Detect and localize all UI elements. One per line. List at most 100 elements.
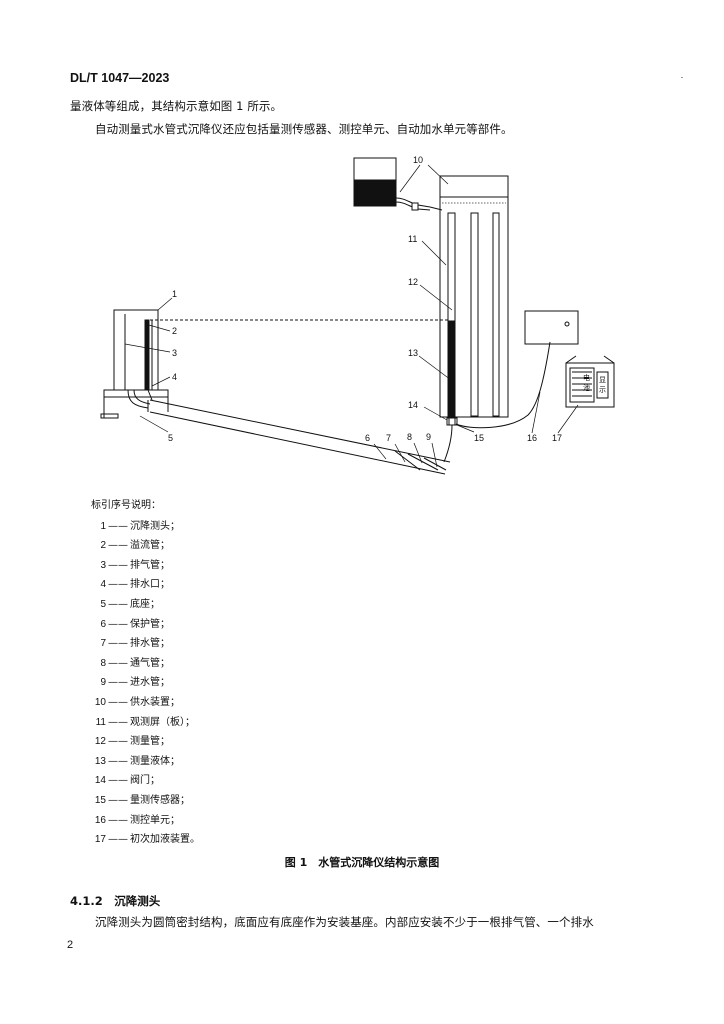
callout-9: 9 xyxy=(426,432,431,442)
legend-separator: —— xyxy=(108,677,128,689)
legend-text: 初次加液装置。 xyxy=(130,834,200,846)
legend-item: 4——排水口； xyxy=(91,575,200,595)
legend-number: 14 xyxy=(94,775,106,787)
legend-separator: —— xyxy=(108,638,128,650)
legend-text: 测量液体； xyxy=(130,755,180,767)
legend-separator: —— xyxy=(108,716,128,728)
figure-legend: 标引序号说明： 1——沉降测头；2——溢流管；3——排气管；4——排水口；5——… xyxy=(91,496,200,850)
legend-item: 17——初次加液装置。 xyxy=(91,830,200,850)
legend-text: 溢流管； xyxy=(130,540,170,552)
legend-item: 11——观测屏（板）； xyxy=(91,713,200,733)
legend-text: 观测屏（板）； xyxy=(130,716,195,728)
legend-number: 3 xyxy=(100,559,106,571)
leader-lines xyxy=(124,164,579,468)
legend-number: 10 xyxy=(94,696,106,708)
legend-text: 排水管； xyxy=(130,638,170,650)
legend-item: 3——排气管； xyxy=(91,556,200,576)
legend-item: 10——供水装置； xyxy=(91,693,200,713)
legend-text: 阀门； xyxy=(130,775,160,787)
legend-item: 13——测量液体； xyxy=(91,752,200,772)
legend-text: 通气管； xyxy=(130,657,170,669)
valve-and-sensor xyxy=(443,341,551,463)
callout-2: 2 xyxy=(172,326,177,336)
document-code: DL/T 1047—2023 xyxy=(70,71,170,85)
legend-number: 13 xyxy=(94,755,106,767)
callout-16: 16 xyxy=(527,433,537,443)
measuring-liquid-column xyxy=(448,320,455,417)
legend-separator: —— xyxy=(108,794,128,806)
callout-7: 7 xyxy=(386,433,391,443)
figure-caption: 图 1 水管式沉降仪结构示意图 xyxy=(284,856,440,869)
legend-separator: —— xyxy=(108,579,128,591)
legend-text: 排水口； xyxy=(130,579,170,591)
legend-item: 12——测量管； xyxy=(91,732,200,752)
water-supply-tank xyxy=(353,157,431,211)
legend-text: 排气管； xyxy=(130,559,170,571)
callout-1: 1 xyxy=(172,289,177,299)
legend-text: 保护管； xyxy=(130,618,170,630)
legend-number: 15 xyxy=(94,794,106,806)
legend-item: 1——沉降测头； xyxy=(91,517,200,537)
observation-panel xyxy=(429,175,509,418)
callout-17: 17 xyxy=(552,433,562,443)
device-label-4: 示 xyxy=(599,386,606,394)
callout-14: 14 xyxy=(408,400,418,410)
legend-separator: —— xyxy=(108,618,128,630)
scan-speck xyxy=(681,77,683,78)
legend-number: 5 xyxy=(100,598,106,610)
legend-text: 测量管； xyxy=(130,736,170,748)
legend-number: 17 xyxy=(94,834,106,846)
callout-6: 6 xyxy=(365,433,370,443)
device-label-1: 电 xyxy=(583,373,590,382)
legend-separator: —— xyxy=(108,755,128,767)
paragraph-continuation: 量液体等组成，其结构示意如图 1 所示。 xyxy=(70,99,283,113)
legend-separator: —— xyxy=(108,598,128,610)
legend-separator: —— xyxy=(108,775,128,787)
legend-separator: —— xyxy=(108,657,128,669)
callout-5: 5 xyxy=(168,433,173,443)
legend-separator: —— xyxy=(108,834,128,846)
legend-number: 2 xyxy=(100,540,106,552)
legend-separator: —— xyxy=(108,559,128,571)
protection-pipe xyxy=(147,399,451,475)
legend-title: 标引序号说明： xyxy=(91,500,161,511)
device-label-2: 池 xyxy=(583,383,590,392)
legend-item: 14——阀门； xyxy=(91,771,200,791)
callout-13: 13 xyxy=(408,348,418,358)
legend-text: 量测传感器； xyxy=(130,794,190,806)
legend-number: 4 xyxy=(100,579,106,591)
legend-item: 15——量测传感器； xyxy=(91,791,200,811)
legend-number: 1 xyxy=(100,520,106,532)
callout-4: 4 xyxy=(172,372,177,382)
legend-number: 16 xyxy=(94,814,106,826)
legend-number: 9 xyxy=(100,677,106,689)
legend-list: 1——沉降测头；2——溢流管；3——排气管；4——排水口；5——底座；6——保护… xyxy=(91,517,200,850)
legend-number: 7 xyxy=(100,638,106,650)
legend-item: 8——通气管； xyxy=(91,654,200,674)
callout-8: 8 xyxy=(407,432,412,442)
legend-number: 6 xyxy=(100,618,106,630)
measure-control-unit xyxy=(524,310,579,345)
legend-separator: —— xyxy=(108,736,128,748)
callout-3: 3 xyxy=(172,348,177,358)
legend-number: 12 xyxy=(94,736,106,748)
legend-text: 测控单元； xyxy=(130,814,180,826)
legend-text: 沉降测头； xyxy=(130,520,180,532)
legend-number: 8 xyxy=(100,657,106,669)
callout-11: 11 xyxy=(408,234,417,244)
section-paragraph: 沉降测头为圆筒密封结构，底面应有底座作为安装基座。内部应安装不少于一根排气管、一… xyxy=(95,915,594,929)
device-label-3: 显 xyxy=(599,376,606,384)
legend-item: 9——进水管； xyxy=(91,673,200,693)
initial-filling-device xyxy=(565,355,615,408)
callout-10: 10 xyxy=(413,155,423,165)
section-heading: 4.1.2 沉降测头 xyxy=(70,894,161,908)
legend-text: 供水装置； xyxy=(130,696,180,708)
legend-item: 2——溢流管； xyxy=(91,536,200,556)
legend-item: 7——排水管； xyxy=(91,634,200,654)
callout-15: 15 xyxy=(474,433,484,443)
legend-text: 进水管； xyxy=(130,677,170,689)
legend-separator: —— xyxy=(108,814,128,826)
callout-12: 12 xyxy=(408,277,418,287)
legend-item: 6——保护管； xyxy=(91,615,200,635)
legend-item: 5——底座； xyxy=(91,595,200,615)
